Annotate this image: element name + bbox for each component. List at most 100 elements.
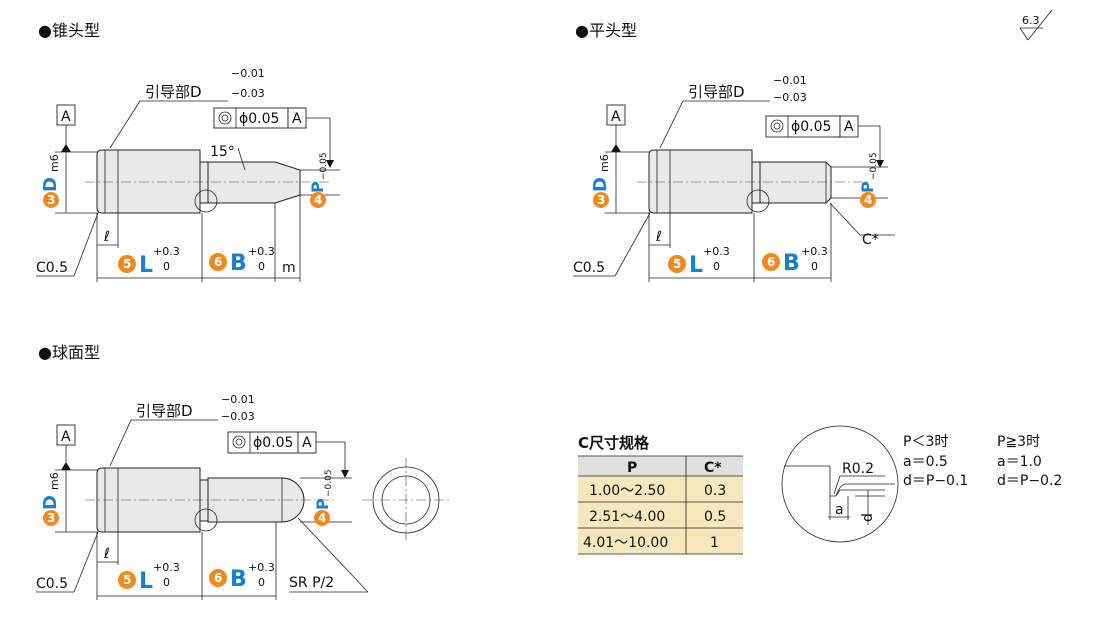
svg-text:−0.03: −0.03 — [221, 410, 255, 423]
svg-text:A: A — [61, 429, 71, 445]
svg-text:3: 3 — [597, 193, 605, 207]
svg-text:A: A — [302, 435, 312, 451]
svg-text:ϕ0.05: ϕ0.05 — [253, 435, 293, 451]
svg-text:5: 5 — [123, 573, 131, 587]
svg-text:引导部D: 引导部D — [136, 402, 193, 420]
svg-text:a＝1.0: a＝1.0 — [997, 454, 1042, 470]
svg-text:d: d — [860, 513, 876, 522]
svg-text:0: 0 — [713, 260, 720, 273]
svg-text:1.00〜2.50: 1.00〜2.50 — [589, 483, 665, 499]
svg-text:0: 0 — [163, 260, 170, 273]
svg-text:+0.3: +0.3 — [248, 245, 275, 258]
svg-text:引导部D: 引导部D — [688, 83, 745, 101]
svg-text:6: 6 — [214, 571, 222, 585]
svg-text:m6: m6 — [48, 472, 61, 490]
svg-text:L: L — [689, 253, 703, 278]
datum-a-label: A — [61, 109, 71, 125]
svg-text:L: L — [139, 569, 153, 594]
svg-text:P: P — [308, 181, 327, 193]
svg-text:ℓ: ℓ — [103, 229, 110, 245]
svg-text:15°: 15° — [210, 144, 235, 160]
svg-text:R0.2: R0.2 — [842, 461, 874, 477]
flat-drawing: A 3 D m6 引导部D −0.01 −0.03 ϕ0.05 A — [573, 74, 895, 282]
svg-text:−0.05: −0.05 — [324, 469, 334, 497]
spherical-drawing: A 3 D m6 引导部D −0.01 −0.03 ϕ0.05 A — [36, 393, 450, 600]
svg-text:ϕ0.05: ϕ0.05 — [239, 111, 279, 127]
svg-text:−0.03: −0.03 — [773, 91, 807, 104]
svg-text:−0.01: −0.01 — [221, 393, 255, 406]
svg-text:P＜3时: P＜3时 — [903, 434, 948, 450]
svg-text:B: B — [230, 567, 247, 592]
svg-text:6: 6 — [767, 255, 775, 269]
svg-text:B: B — [230, 251, 247, 276]
svg-text:6.3: 6.3 — [1022, 14, 1040, 27]
svg-text:2.51〜4.00: 2.51〜4.00 — [589, 509, 665, 525]
svg-text:引导部D: 引导部D — [145, 83, 202, 101]
svg-text:SR P/2: SR P/2 — [289, 575, 334, 591]
svg-text:−0.01: −0.01 — [231, 67, 265, 80]
svg-text:A: A — [844, 119, 854, 135]
svg-text:C*: C* — [704, 460, 722, 476]
svg-text:+0.3: +0.3 — [153, 245, 180, 258]
svg-text:P≧3时: P≧3时 — [997, 434, 1040, 450]
svg-text:0: 0 — [811, 260, 818, 273]
svg-text:0: 0 — [258, 260, 265, 273]
roughness-symbol: 6.3 — [1019, 9, 1053, 41]
svg-text:D: D — [590, 177, 611, 192]
svg-text:ℓ: ℓ — [655, 229, 662, 245]
pin-tip-flat — [759, 161, 832, 204]
svg-text:0.5: 0.5 — [704, 509, 726, 525]
svg-text:A: A — [611, 109, 621, 125]
svg-text:−0.03: −0.03 — [231, 87, 265, 100]
svg-text:0: 0 — [163, 576, 170, 589]
svg-text:4: 4 — [318, 511, 326, 525]
c-size-table: C尺寸规格 P C* 1.00〜2.50 0.3 2.51〜4.00 0.5 4… — [578, 434, 743, 555]
heading-spherical: ●球面型 — [38, 343, 100, 362]
d-label: D — [40, 177, 61, 192]
svg-text:d＝P−0.2: d＝P−0.2 — [997, 473, 1062, 489]
svg-text:1: 1 — [710, 535, 719, 551]
svg-text:5: 5 — [123, 257, 131, 271]
svg-text:m6: m6 — [598, 154, 611, 172]
heading-flat: ●平头型 — [575, 21, 637, 40]
svg-text:L: L — [139, 253, 153, 278]
svg-text:4: 4 — [864, 193, 872, 207]
svg-text:+0.3: +0.3 — [801, 245, 828, 258]
svg-text:a＝0.5: a＝0.5 — [903, 454, 948, 470]
svg-text:3: 3 — [47, 193, 55, 207]
svg-text:D: D — [40, 495, 61, 510]
svg-text:B: B — [783, 251, 800, 276]
svg-text:−0.05: −0.05 — [869, 152, 879, 180]
pin-tip-taper — [207, 161, 301, 204]
datum-triangle — [61, 144, 71, 152]
svg-text:m: m — [282, 260, 296, 276]
svg-text:ϕ0.05: ϕ0.05 — [791, 119, 831, 135]
svg-text:C0.5: C0.5 — [573, 260, 605, 276]
svg-text:d＝P−0.1: d＝P−0.1 — [903, 473, 968, 489]
svg-text:0: 0 — [258, 576, 265, 589]
groove-detail: R0.2 a d P＜3时 a＝0.5 d＝P−0.1 P≧3时 a＝1.0 d… — [781, 425, 1062, 543]
svg-text:C尺寸规格: C尺寸规格 — [578, 434, 650, 452]
svg-text:3: 3 — [47, 511, 55, 525]
svg-text:0.3: 0.3 — [704, 483, 726, 499]
svg-text:+0.3: +0.3 — [703, 245, 730, 258]
marker-3 — [43, 192, 59, 208]
svg-text:a: a — [835, 502, 844, 518]
svg-text:6: 6 — [214, 255, 222, 269]
svg-text:4.01〜10.00: 4.01〜10.00 — [583, 535, 668, 551]
svg-text:ℓ: ℓ — [103, 546, 110, 562]
svg-text:A: A — [292, 111, 302, 127]
svg-text:−0.01: −0.01 — [773, 74, 807, 87]
svg-text:+0.3: +0.3 — [248, 561, 275, 574]
pin-body — [96, 149, 201, 214]
svg-text:−0.05: −0.05 — [319, 152, 329, 180]
svg-text:C0.5: C0.5 — [36, 576, 68, 592]
svg-text:4: 4 — [314, 193, 322, 207]
svg-text:+0.3: +0.3 — [153, 561, 180, 574]
svg-text:C*: C* — [862, 232, 879, 248]
svg-text:P: P — [858, 181, 877, 193]
svg-text:5: 5 — [673, 257, 681, 271]
svg-text:C0.5: C0.5 — [36, 260, 68, 276]
svg-text:P: P — [627, 460, 637, 476]
